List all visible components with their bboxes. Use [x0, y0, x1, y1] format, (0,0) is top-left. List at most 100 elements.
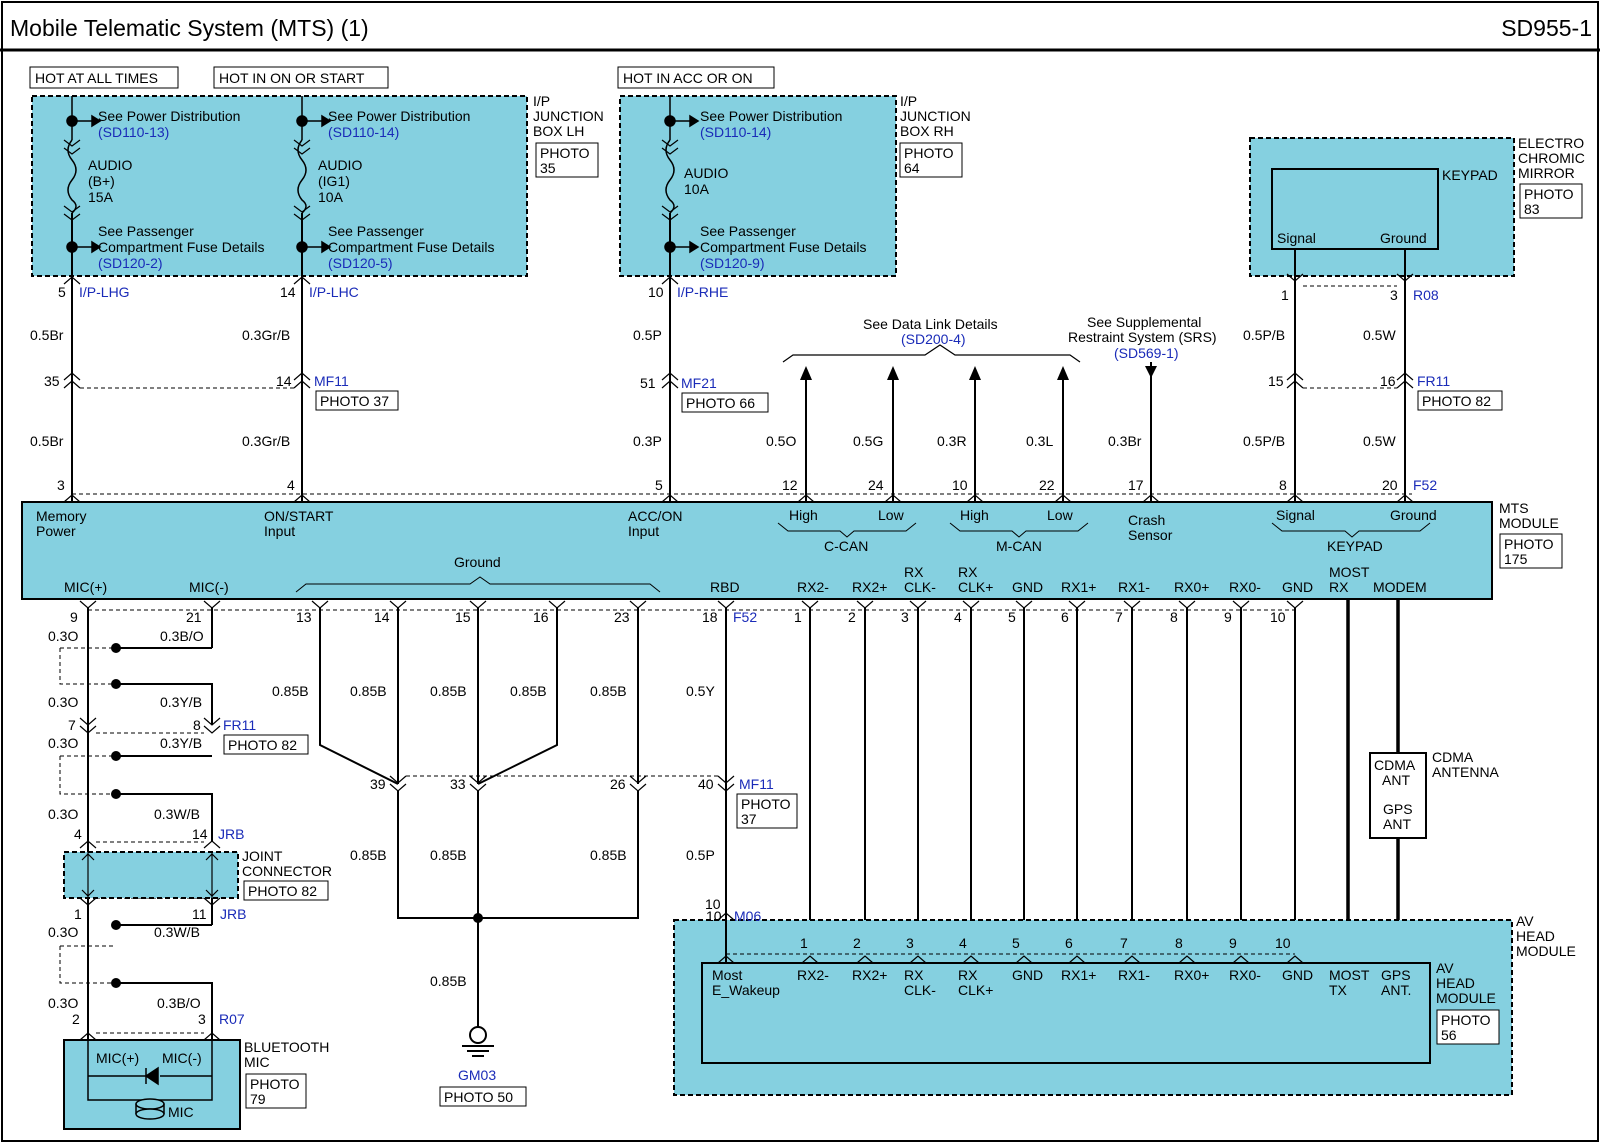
mts-pin-label: RX2-	[797, 579, 829, 595]
power-dist-link[interactable]: (SD110-14)	[328, 124, 399, 140]
av-pin-label: RX2+	[852, 967, 887, 983]
mts-pin-label: High	[789, 507, 818, 523]
cdma-antenna	[1369, 752, 1427, 839]
pin: 2	[848, 609, 856, 625]
hot-on-start-label: HOT IN ON OR START	[219, 70, 365, 86]
pin: 4	[959, 935, 967, 951]
mts-module-label: MTS	[1499, 500, 1529, 516]
av-head-module	[701, 962, 1431, 1064]
jb-rh-label: I/P	[900, 93, 917, 109]
pin: 8	[193, 717, 201, 733]
mts-pin-label: Crash	[1128, 512, 1165, 528]
mts-pin-label: ON/START	[264, 508, 334, 524]
mirror-label: ELECTRO	[1518, 135, 1584, 151]
diagram-title: Mobile Telematic System (MTS) (1)	[10, 15, 369, 41]
connector-id: M06	[734, 908, 761, 924]
connector-id: FR11	[223, 717, 256, 733]
pin: 14	[276, 373, 292, 389]
pin: 5	[1008, 609, 1016, 625]
pin: 10	[706, 908, 722, 924]
pin: 23	[614, 609, 630, 625]
mts-pin-label: RX1-	[1118, 579, 1150, 595]
pin: 10	[648, 284, 664, 300]
pin: 3	[906, 935, 914, 951]
bt-label: BLUETOOTH	[244, 1039, 329, 1055]
pass-comp-text: See Passenger	[700, 223, 796, 239]
pin: 1	[1281, 287, 1289, 303]
pin: 3	[198, 1011, 206, 1027]
pass-comp-text: See Passenger	[98, 223, 194, 239]
fuse-audio-acc	[661, 96, 679, 330]
mts-pin-label: RX	[1329, 579, 1349, 595]
av-pin-label: MOST	[1329, 967, 1370, 983]
mts-photo: PHOTO	[1504, 536, 1554, 552]
pin: 1	[794, 609, 802, 625]
pin: 26	[610, 776, 626, 792]
mts-module	[21, 501, 1493, 600]
hot-at-all-times-label: HOT AT ALL TIMES	[35, 70, 158, 86]
wire-label: 0.5P/B	[1243, 433, 1285, 449]
mts-pin-label: RX2+	[852, 579, 887, 595]
jb-lh-label: I/P	[533, 93, 550, 109]
fuse-name: AUDIO	[88, 157, 132, 173]
bt-photo: PHOTO	[250, 1076, 300, 1092]
wire-label: 0.3W/B	[154, 806, 200, 822]
pin: 5	[1012, 935, 1020, 951]
pin: 8	[1175, 935, 1183, 951]
pin: 4	[287, 477, 295, 493]
pass-comp-text: See Passenger	[328, 223, 424, 239]
power-dist-link[interactable]: (SD110-14)	[700, 124, 771, 140]
pass-comp-link[interactable]: (SD120-5)	[328, 255, 393, 271]
pin: 8	[1279, 477, 1287, 493]
wire-label: 0.85B	[510, 683, 547, 699]
mts-group-label: C-CAN	[824, 538, 868, 554]
diagram-code: SD955-1	[1501, 15, 1592, 41]
wire-label: 0.3O	[48, 995, 78, 1011]
pass-comp-link[interactable]: (SD120-2)	[98, 255, 163, 271]
pin: 16	[533, 609, 549, 625]
srs-ref[interactable]: (SD569-1)	[1114, 345, 1179, 361]
mts-pin-label: Low	[1047, 507, 1074, 523]
connector-id: R07	[219, 1011, 245, 1027]
keypad-box	[1271, 168, 1439, 250]
junction-box-lh	[31, 95, 528, 277]
pin: 10	[705, 896, 721, 912]
pin: 40	[698, 776, 714, 792]
jb-rh-label: JUNCTION	[900, 108, 971, 124]
pass-comp-text: Compartment Fuse Details	[700, 239, 867, 255]
jb-lh-photo-num: 35	[540, 160, 556, 176]
photo-ref-num: 37	[741, 811, 757, 827]
photo-ref: PHOTO 66	[686, 395, 755, 411]
power-dist-text: See Power Distribution	[98, 108, 240, 124]
fuse-amp: 10A	[684, 181, 710, 197]
connector-id: FR11	[1417, 373, 1450, 389]
mts-pin-label: RBD	[710, 579, 740, 595]
pin: 12	[782, 477, 798, 493]
bluetooth-mic	[63, 1039, 241, 1130]
av-pin-label: GND	[1282, 967, 1313, 983]
jb-lh-label: JUNCTION	[533, 108, 604, 124]
wire-label: 0.5O	[766, 433, 796, 449]
pass-comp-link[interactable]: (SD120-9)	[700, 255, 765, 271]
pin: 39	[370, 776, 386, 792]
cdma-antenna-label: CDMA	[1432, 749, 1474, 765]
power-dist-link[interactable]: (SD110-13)	[98, 124, 169, 140]
av-outer-label: MODULE	[1516, 943, 1576, 959]
wire-label: 0.5W	[1363, 433, 1396, 449]
wire-label: 0.85B	[590, 683, 627, 699]
av-pin-label: CLK-	[904, 982, 936, 998]
pin: 3	[1390, 287, 1398, 303]
wire-label: 0.5P	[633, 327, 662, 343]
jb-lh-label: BOX LH	[533, 123, 584, 139]
wire-label: 0.3Y/B	[160, 735, 202, 751]
pin: 33	[450, 776, 466, 792]
wire-label: 0.85B	[272, 683, 309, 699]
pin: 8	[1170, 609, 1178, 625]
pin: 4	[74, 826, 82, 842]
av-pin-label: ANT.	[1381, 982, 1411, 998]
wire-label: 0.5Br	[30, 327, 64, 343]
wire-label: 0.85B	[430, 683, 467, 699]
data-link-ref[interactable]: (SD200-4)	[901, 331, 966, 347]
photo-ref: PHOTO 82	[228, 737, 297, 753]
mts-module-label: MODULE	[1499, 515, 1559, 531]
